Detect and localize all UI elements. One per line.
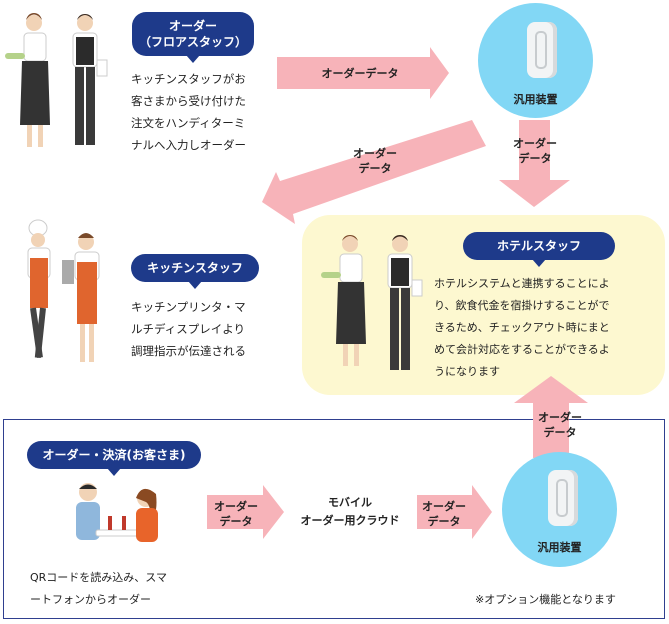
arrow-order-to-device [277,47,449,99]
device-label-bottom: 汎用装置 [537,541,582,554]
device-icon [548,470,578,526]
hotel-staff-bubble: ホテルスタッフ [463,232,615,267]
option-footnote: ※オプション機能となります [475,593,616,606]
kitchen-staff-illustration [27,219,100,362]
device-icon [527,22,557,78]
kitchen-staff-bubble: キッチンスタッフ [131,254,259,289]
hotel-staff-description: ホテルシステムと連携することによ り、飲食代金を宿掛けすることがで きるため、チ… [434,277,610,378]
customer-illustration [76,483,158,542]
arrow-label-mobile-1: オーダー データ [214,500,258,528]
arrow-customer-to-cloud [207,485,284,539]
arrow-label-up: オーダー データ [538,411,582,439]
arrow-device-to-kitchen [262,120,486,224]
kitchen-staff-description: キッチンプリンタ・マ ルチディスプレイより 調理指示が伝達される [131,300,246,358]
arrow-cloud-to-device [417,485,492,539]
customer-bubble: オーダー・決済(お客さま) [27,441,201,476]
floor-staff-description: キッチンスタッフがお 客さまから受け付けた 注文をハンディターミ ナルへ入力しオ… [131,72,246,152]
arrow-label-down: オーダー データ [513,137,557,165]
floor-staff-bubble: オーダー （フロアスタッフ） [132,12,254,63]
mobile-order-cloud-label: モバイル オーダー用クラウド [300,496,400,527]
arrow-device-down [499,120,570,207]
customer-description: QRコードを読み込み、スマ ートフォンからオーダー [30,571,167,606]
device-label-top: 汎用装置 [513,93,558,106]
arrow-label-diagonal: オーダー データ [353,147,397,175]
arrow-label-order-data: オーダーデータ [321,67,399,80]
hotel-staff-illustration [321,235,423,370]
arrow-label-mobile-2: オーダー データ [422,500,466,528]
floor-staff-illustration [5,13,108,147]
mobile-order-panel [3,419,665,619]
arrow-device-to-hotel [514,376,588,458]
